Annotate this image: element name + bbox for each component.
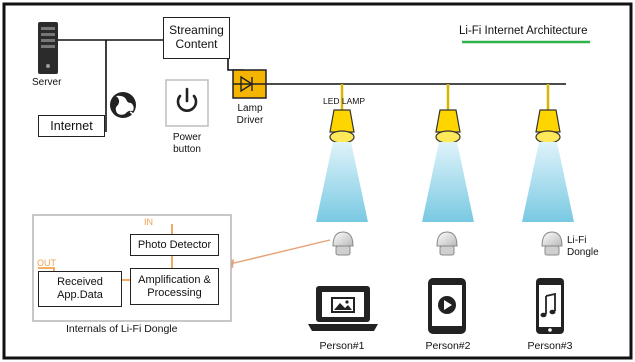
led-lamp-1 — [316, 84, 368, 222]
led-lamp-2 — [422, 84, 474, 222]
server-icon — [38, 22, 58, 74]
phone-icon — [536, 278, 564, 334]
lifi-dongle-3 — [541, 231, 563, 256]
laptop-icon — [308, 286, 378, 331]
light-beam-3 — [522, 142, 574, 222]
lifi-dongle-label: Li-Fi Dongle — [567, 235, 599, 258]
photo-detector-box: Photo Detector — [130, 234, 219, 256]
received-app-data-label: Received App.Data — [57, 276, 103, 301]
diagram-title: Li-Fi Internet Architecture — [459, 25, 588, 37]
lifi-dongle-1 — [332, 231, 354, 256]
light-beam-1 — [316, 142, 368, 222]
amplification-box: Amplification & Processing — [130, 268, 219, 305]
tablet-icon — [428, 278, 466, 334]
streaming-content-box: Streaming Content — [163, 17, 230, 59]
server-label: Server — [32, 77, 62, 88]
internet-label: Internet — [50, 118, 93, 133]
led-lamp-label: LED LAMP — [323, 96, 366, 106]
out-label: OUT — [37, 258, 56, 268]
power-button-icon — [165, 79, 209, 127]
internals-caption: Internals of Li-Fi Dongle — [66, 323, 178, 335]
lifi-dongle-2 — [436, 231, 458, 256]
lamp-driver-icon — [232, 69, 267, 99]
led-lamp-3 — [522, 84, 574, 222]
internet-box: Internet — [38, 115, 105, 137]
network-wires — [58, 39, 566, 132]
in-label: IN — [144, 217, 153, 227]
dongle-to-internals-arrow — [224, 239, 331, 268]
received-app-data-box: Received App.Data — [38, 271, 122, 307]
lamp-driver-label: Lamp Driver — [236, 103, 264, 126]
streaming-content-label: Streaming Content — [169, 23, 224, 51]
light-beam-2 — [422, 142, 474, 222]
person-2-label: Person#2 — [425, 340, 471, 352]
globe-icon — [110, 92, 136, 118]
amplification-label: Amplification & Processing — [138, 273, 211, 299]
photo-detector-label: Photo Detector — [137, 238, 212, 251]
person-1-label: Person#1 — [319, 340, 365, 352]
power-button-label: Power button — [172, 132, 202, 155]
person-3-label: Person#3 — [527, 340, 573, 352]
